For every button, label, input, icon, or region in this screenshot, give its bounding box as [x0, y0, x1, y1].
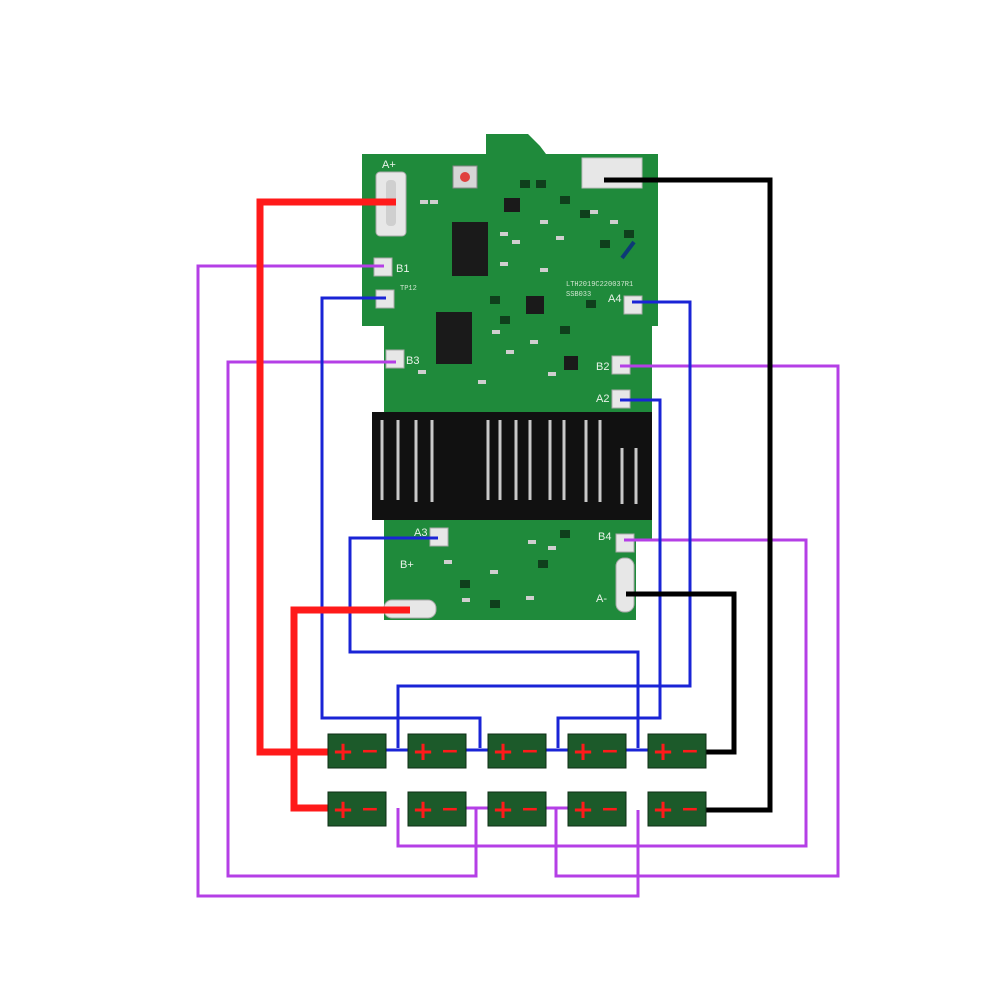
battery-cells: +−+−+−+−+−+−+−+−+−+−	[327, 733, 707, 827]
battery-cell-minus: −	[441, 739, 459, 764]
label-b-plus: B+	[400, 559, 414, 571]
pcb-top-tab	[486, 134, 566, 158]
battery-cell-body	[407, 791, 467, 827]
battery-cell-body	[567, 733, 627, 769]
battery-cell-body	[487, 791, 547, 827]
label-b4: B4	[598, 531, 611, 543]
terminal-contacts	[380, 420, 638, 504]
battery-cell-plus: +	[412, 737, 434, 767]
battery-cell-top-3: +−	[487, 733, 547, 769]
battery-cell-plus: +	[572, 737, 594, 767]
label-a-plus: A+	[382, 159, 396, 171]
ic-chip-2	[436, 312, 472, 364]
pcb-board: LTH2019C220037R1 SSB033 TP12	[362, 134, 658, 620]
battery-cell-top-2: +−	[407, 733, 467, 769]
smd-components	[418, 200, 618, 602]
battery-cell-body	[487, 733, 547, 769]
wire-blue-a-left	[320, 296, 482, 748]
battery-cell-minus: −	[521, 797, 539, 822]
battery-cell-body	[567, 791, 627, 827]
label-a2: A2	[596, 393, 609, 405]
battery-cell-minus: −	[361, 739, 379, 764]
battery-cell-plus: +	[492, 795, 514, 825]
battery-cell-plus: +	[332, 795, 354, 825]
wire-purple-b4	[396, 538, 808, 848]
battery-cell-bottom-2: +−	[407, 791, 467, 827]
wire-blue-a4	[396, 300, 692, 748]
battery-cell-minus: −	[521, 739, 539, 764]
battery-cell-bottom-4: +−	[567, 791, 627, 827]
silk-code-line-2: SSB033	[566, 291, 591, 299]
pad-b3	[385, 349, 405, 369]
battery-cell-bottom-5: +−	[647, 791, 707, 827]
battery-cell-minus: −	[681, 797, 699, 822]
battery-cell-top-1: +−	[327, 733, 387, 769]
battery-cell-body	[327, 733, 387, 769]
wire-purple-b3	[226, 360, 478, 878]
wire-black-top	[604, 177, 773, 813]
wire-purple-b2	[554, 364, 840, 878]
battery-cell-plus: +	[652, 795, 674, 825]
battery-cell-plus: +	[572, 795, 594, 825]
wire-blue-a2	[556, 398, 662, 748]
battery-cell-plus: +	[652, 737, 674, 767]
pcb-diode-mark	[620, 240, 636, 260]
battery-cell-body	[647, 791, 707, 827]
label-a3: A3	[414, 527, 427, 539]
label-a-minus: A-	[596, 593, 607, 605]
pad-b4	[615, 533, 635, 553]
wire-black-a-minus	[626, 591, 737, 755]
battery-cell-minus: −	[361, 797, 379, 822]
battery-cell-body	[407, 733, 467, 769]
battery-cell-top-4: +−	[567, 733, 627, 769]
battery-cell-body	[647, 733, 707, 769]
wire-blue-a3	[348, 536, 640, 748]
silk-code-line-1: LTH2019C220037R1	[566, 281, 633, 289]
ic-chip-4	[564, 356, 578, 370]
battery-cell-plus: +	[492, 737, 514, 767]
battery-cell-top-5: +−	[647, 733, 707, 769]
reset-button-cap	[460, 172, 470, 182]
battery-cell-minus: −	[681, 739, 699, 764]
pad-a4	[623, 295, 643, 315]
label-a4: A4	[608, 293, 621, 305]
battery-cell-bottom-1: +−	[327, 791, 387, 827]
ic-chip-1	[452, 222, 488, 276]
battery-cell-plus: +	[412, 795, 434, 825]
wire-red-b-plus	[290, 606, 410, 812]
battery-cell-plus: +	[332, 737, 354, 767]
smd-dark-components	[460, 180, 634, 608]
battery-cell-bottom-3: +−	[487, 791, 547, 827]
wires	[196, 177, 840, 898]
label-b2: B2	[596, 361, 609, 373]
label-b1: B1	[396, 263, 409, 275]
terminal-housing	[372, 412, 652, 520]
battery-cell-body	[327, 791, 387, 827]
battery-cell-minus: −	[601, 739, 619, 764]
silk-tp-label: TP12	[400, 285, 417, 293]
ic-chip-5	[504, 198, 520, 212]
label-b3: B3	[406, 355, 419, 367]
ic-chip-3	[526, 296, 544, 314]
pcb-connector-top	[581, 157, 643, 189]
battery-cell-minus: −	[441, 797, 459, 822]
battery-cell-minus: −	[601, 797, 619, 822]
pad-a-minus	[615, 557, 635, 613]
